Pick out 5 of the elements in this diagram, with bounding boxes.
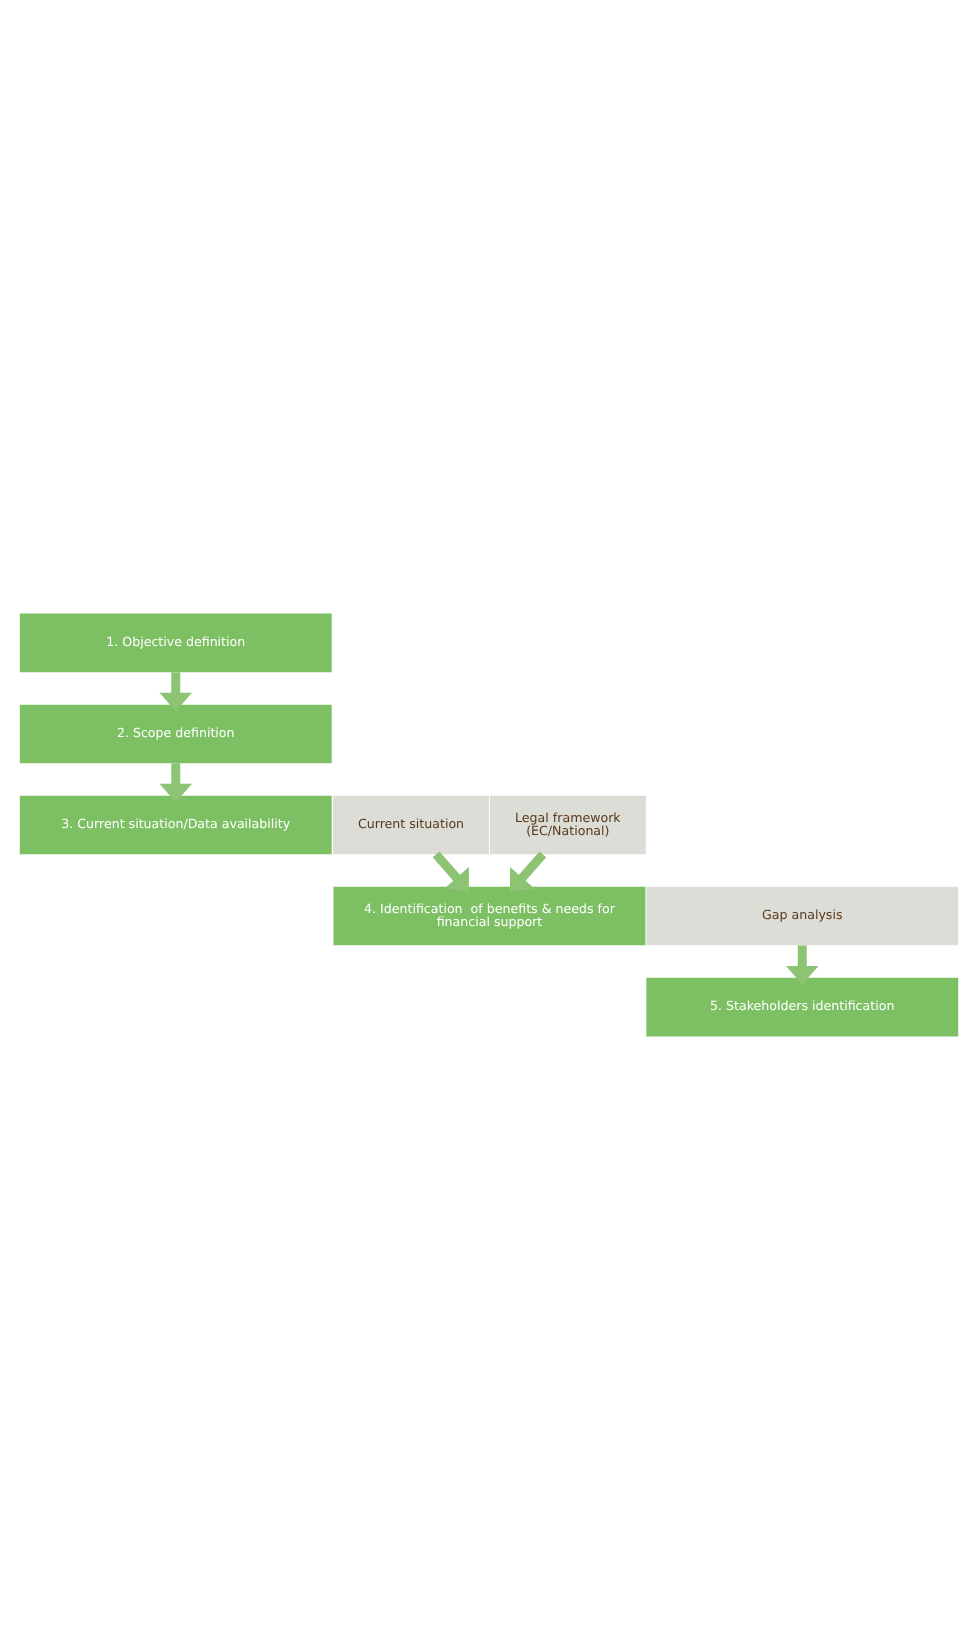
arrow bbox=[159, 763, 192, 803]
arrow bbox=[432, 851, 469, 892]
arrow bbox=[159, 672, 192, 712]
arrow bbox=[786, 945, 819, 985]
arrow bbox=[510, 851, 547, 892]
